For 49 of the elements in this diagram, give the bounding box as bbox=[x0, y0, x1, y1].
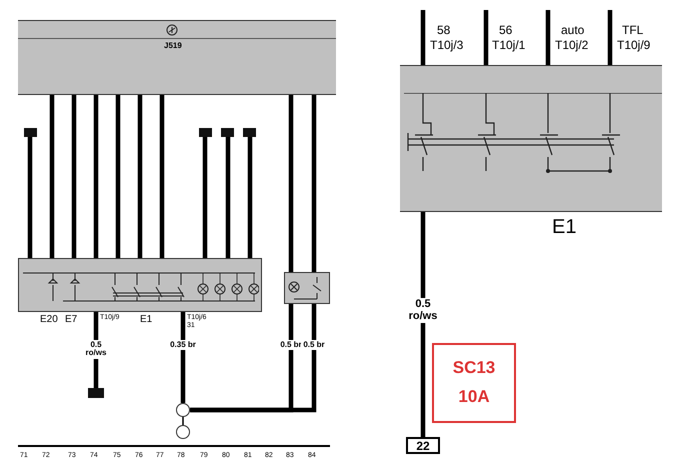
connector-terminal bbox=[24, 128, 37, 137]
fuse-box bbox=[432, 343, 516, 423]
pin-label: T10j/3 bbox=[430, 39, 464, 51]
wire bbox=[160, 95, 164, 258]
connector-terminal bbox=[199, 128, 212, 137]
wire bbox=[420, 10, 426, 65]
switch-module-box bbox=[18, 258, 262, 312]
connector-terminal bbox=[243, 128, 256, 137]
pin-label: auto bbox=[561, 24, 584, 36]
terminal-number: 22 bbox=[416, 440, 430, 452]
component-label: E1 bbox=[140, 315, 152, 325]
terminal-box bbox=[406, 437, 440, 454]
wire bbox=[484, 10, 488, 65]
edge-label: 0.35 br bbox=[170, 340, 196, 350]
wire bbox=[180, 312, 186, 403]
component-label: E20 bbox=[40, 315, 58, 325]
component-label: E1 bbox=[552, 217, 576, 237]
ground-point-circle bbox=[176, 403, 190, 417]
ground-point-circle bbox=[176, 425, 190, 439]
wire bbox=[72, 95, 76, 258]
connector-terminal bbox=[88, 388, 104, 398]
pin-label: TFL bbox=[622, 24, 644, 36]
pin-label: T10j/2 bbox=[555, 39, 588, 51]
wire bbox=[116, 95, 120, 258]
wire bbox=[50, 95, 54, 258]
wire bbox=[546, 10, 550, 65]
wire bbox=[312, 95, 316, 272]
wire bbox=[226, 137, 230, 258]
wire bbox=[420, 212, 426, 437]
wire bbox=[608, 10, 612, 65]
pin-label: 56 bbox=[499, 24, 512, 36]
wire bbox=[94, 95, 98, 258]
wire bbox=[182, 417, 184, 425]
wire bbox=[28, 137, 32, 258]
pin-label: T10j/9 bbox=[617, 39, 650, 51]
fuse-rating: SC13 10A bbox=[452, 357, 496, 408]
wire bbox=[288, 95, 294, 272]
connector-terminal bbox=[221, 128, 234, 137]
pin-label: T10j/1 bbox=[492, 39, 526, 51]
component-label: E7 bbox=[65, 315, 78, 325]
wire bbox=[190, 304, 316, 412]
wire bbox=[138, 95, 142, 258]
edge-label: 0.5 ro/ws bbox=[83, 340, 109, 359]
control-unit-box bbox=[18, 20, 336, 95]
wire bbox=[248, 137, 252, 258]
edge-label: 0.5 br bbox=[301, 340, 327, 350]
component-label: J519 bbox=[164, 42, 182, 50]
wire bbox=[202, 137, 208, 258]
pin-label: 58 bbox=[437, 24, 450, 36]
